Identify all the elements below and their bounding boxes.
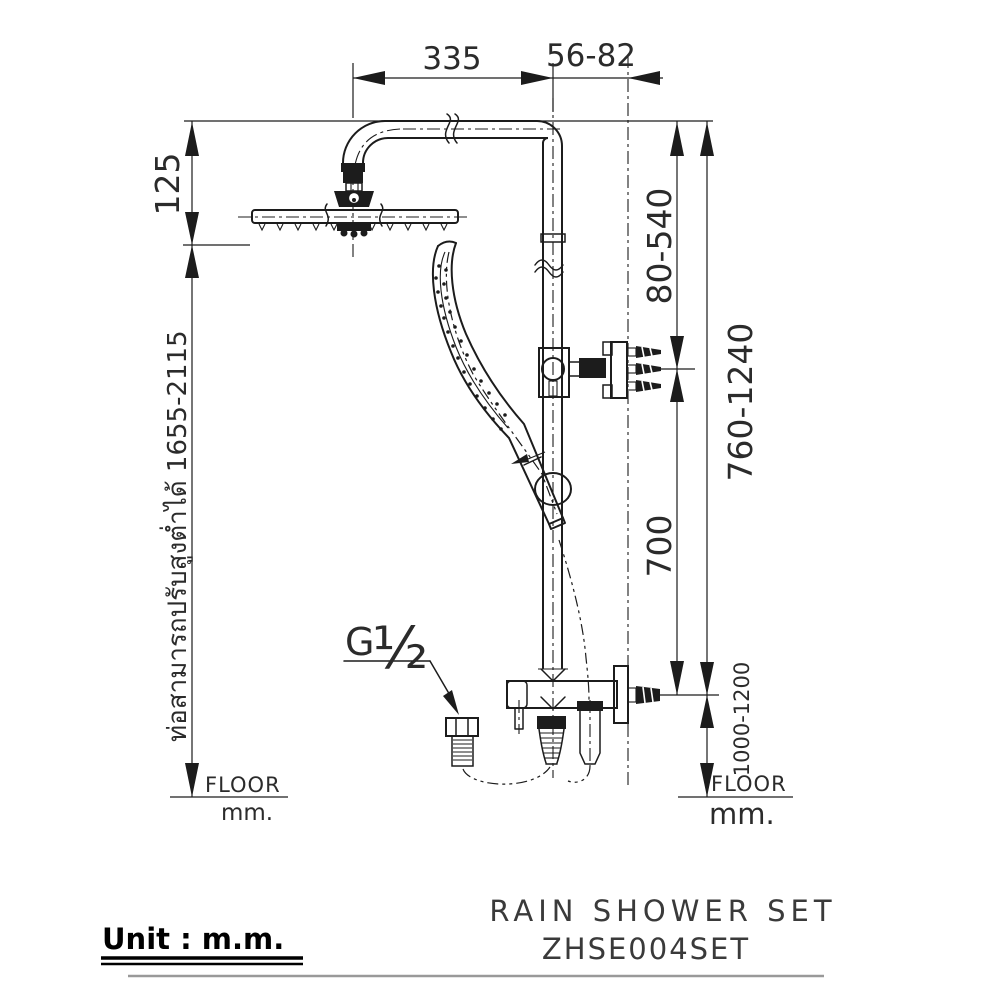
union-bolt [636,686,660,704]
product-code: ZHSE004SET [542,932,750,966]
riser-and-arm [342,113,566,669]
hand-shower-holder-ring [534,472,572,506]
mixer-valve [506,665,660,765]
centerlines [238,55,629,788]
spray-nozzles [258,223,448,232]
inlet-fitting: G ½ [343,614,479,767]
product-name: RAIN SHOWER SET [489,894,836,928]
direction-arrow [511,454,529,464]
wall-screws [626,346,661,392]
handle-end [548,517,566,530]
slider-body [538,347,570,398]
dimension-arm-length: 335 56-82 [352,38,663,118]
dim-arm-length: 335 [422,41,481,77]
dim-head-drop: 125 [148,153,187,216]
hand-shower-hose [558,539,590,701]
arm-break-symbol [444,113,452,144]
hand-shower [431,240,572,530]
unit-label: Unit : m.m. [102,922,284,956]
leader-arrow [443,690,459,715]
dim-valve-height: 1000-1200 [730,662,754,776]
wall-plate [610,341,628,399]
floor-unit-right: mm. [709,797,775,831]
bracket-union [579,358,606,378]
footer: Unit : m.m. RAIN SHOWER SET ZHSE004SET [101,894,836,978]
dim-upper-adjust: 80-540 [640,188,679,305]
valve-stub [514,707,524,730]
floor-unit-left: mm. [221,800,273,826]
dimension-right-chain: 80-540 700 760-1240 1000-1200 [640,121,760,797]
floor-label-left: FLOOR [205,773,281,797]
shower-head-plate [251,209,459,224]
dim-wall-offset: 56-82 [546,38,636,74]
dim-slide-bar: 700 [640,515,679,578]
riser-coupling [540,233,566,243]
rain-shower-head [251,163,459,238]
handle-joint [523,456,542,466]
dim-total-height: 760-1240 [721,323,760,482]
hose-routing [445,251,591,785]
dim-adjustable-note: ท่อสามารถปรับสูงต่ำได้ 1655-2115 [159,330,193,742]
slider-knob [541,357,565,381]
dimension-left-chain: 125 ท่อสามารถปรับสูงต่ำได้ 1655-2115 [148,121,250,797]
thread-label: G [345,620,374,664]
thread-size-label: ½ [372,614,428,682]
wall-bracket [538,341,661,399]
threaded-shank [451,735,474,767]
floor-label-right: FLOOR [711,772,787,796]
hex-nut [445,717,479,737]
outlet-connector [577,701,603,765]
spray-face-dots [434,264,507,431]
riser-break-symbol [534,259,564,271]
floor-line-right: FLOOR mm. [678,772,793,831]
ball-joint-connector [341,163,365,172]
hose-spring-guard [538,728,565,765]
floor-line-left: FLOOR mm. [170,773,288,826]
hose-nut [537,716,566,729]
